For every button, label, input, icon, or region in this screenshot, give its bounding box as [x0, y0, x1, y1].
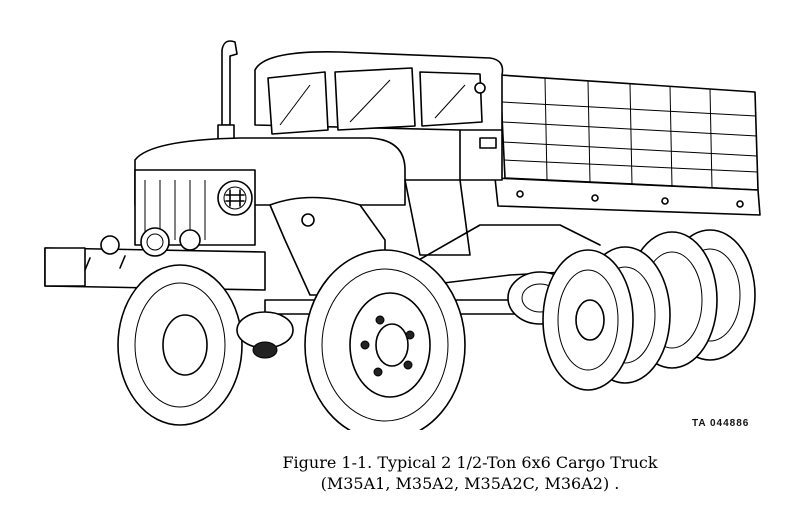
caption-line-2: (M35A1, M35A2, M35A2C, M36A2) .	[320, 474, 620, 493]
art-reference-id: TA 044886	[692, 418, 750, 429]
figure-caption: Figure 1-1. Typical 2 1/2-Ton 6x6 Cargo …	[200, 452, 740, 494]
front-right-wheel	[304, 249, 466, 430]
front-left-wheel	[117, 264, 243, 426]
cargo-bed	[494, 74, 761, 216]
rear-wheels	[542, 229, 756, 391]
front-differential	[236, 311, 294, 359]
cargo-truck-illustration	[40, 30, 770, 430]
cab	[254, 51, 504, 181]
exhaust-stack	[217, 40, 238, 144]
caption-line-1: Figure 1-1. Typical 2 1/2-Ton 6x6 Cargo …	[282, 453, 658, 472]
